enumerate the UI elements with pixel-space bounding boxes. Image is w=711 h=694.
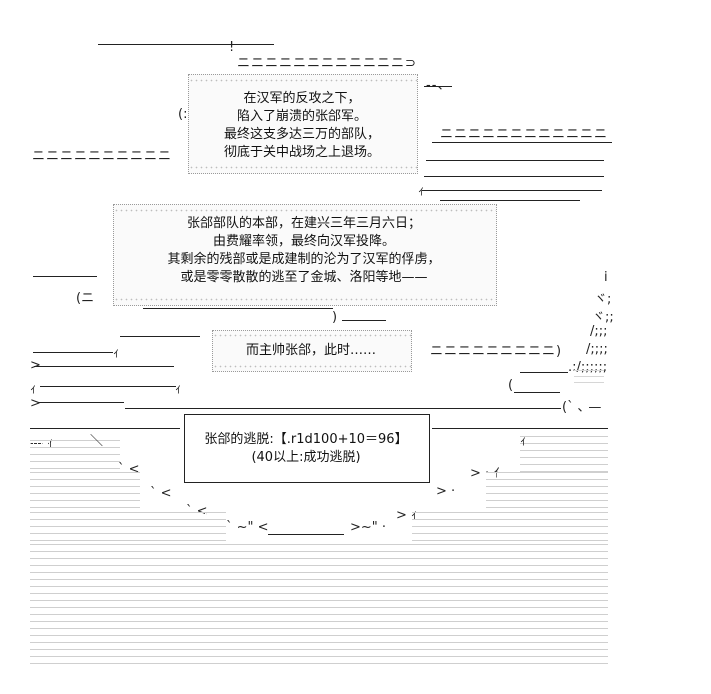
panel1-line-2: 陷入了崩溃的张郃军。	[236, 109, 367, 124]
panel3-text: 而主帅张郃，此时……	[245, 343, 376, 358]
panel2-line-4: 或是零零散散的逃至了金城、洛阳等地——	[180, 270, 428, 285]
panel1-line-3: 最终这支多达三万的部队，	[223, 127, 380, 142]
right-dash-row-1: ニニニニニニニニニニニニ	[440, 127, 609, 142]
narration-panel-2	[113, 204, 497, 306]
panel1-left-bracket: (:	[178, 107, 188, 122]
roll-result-box	[184, 414, 430, 483]
panel2-line-1: 张郃部队的本部，在建兴三年三月六日；	[186, 216, 421, 231]
panel1-line-1: 在汉军的反攻之下，	[243, 91, 361, 106]
ground-shading-left	[30, 440, 120, 470]
right-dash-row-2: ニニニニニニニニニ)	[430, 344, 563, 359]
panel1-corner: --、	[426, 78, 452, 93]
panel2-line-3: 其剩余的残部或是成建制的沦为了汉军的俘虏，	[167, 252, 441, 267]
ground-shading-mid-left	[30, 472, 140, 512]
top-dash-row: ニニニニニニニニニニニニ⊃	[237, 56, 417, 71]
panel2-line-2: 由费耀率领，最终向汉军投降。	[212, 234, 395, 249]
panel1-line-4: 彻底于关中战场之上退场。	[223, 145, 380, 160]
narration-panel-1	[188, 74, 418, 174]
roll-line-1: 张郃的逃脱:【.r1d100+10＝96】	[204, 432, 408, 447]
ground-shading-mid-right	[486, 472, 608, 512]
left-dash-row-1: ニニニニニニニニニニ	[32, 149, 173, 164]
roll-line-2: (40以上:成功逃脱)	[251, 450, 361, 465]
ground-shading-bottom	[30, 544, 608, 666]
top-stroke-1	[98, 44, 274, 45]
narration-panel-3	[212, 330, 412, 372]
top-mark: !	[229, 40, 235, 55]
ground-shading-right	[520, 436, 608, 472]
